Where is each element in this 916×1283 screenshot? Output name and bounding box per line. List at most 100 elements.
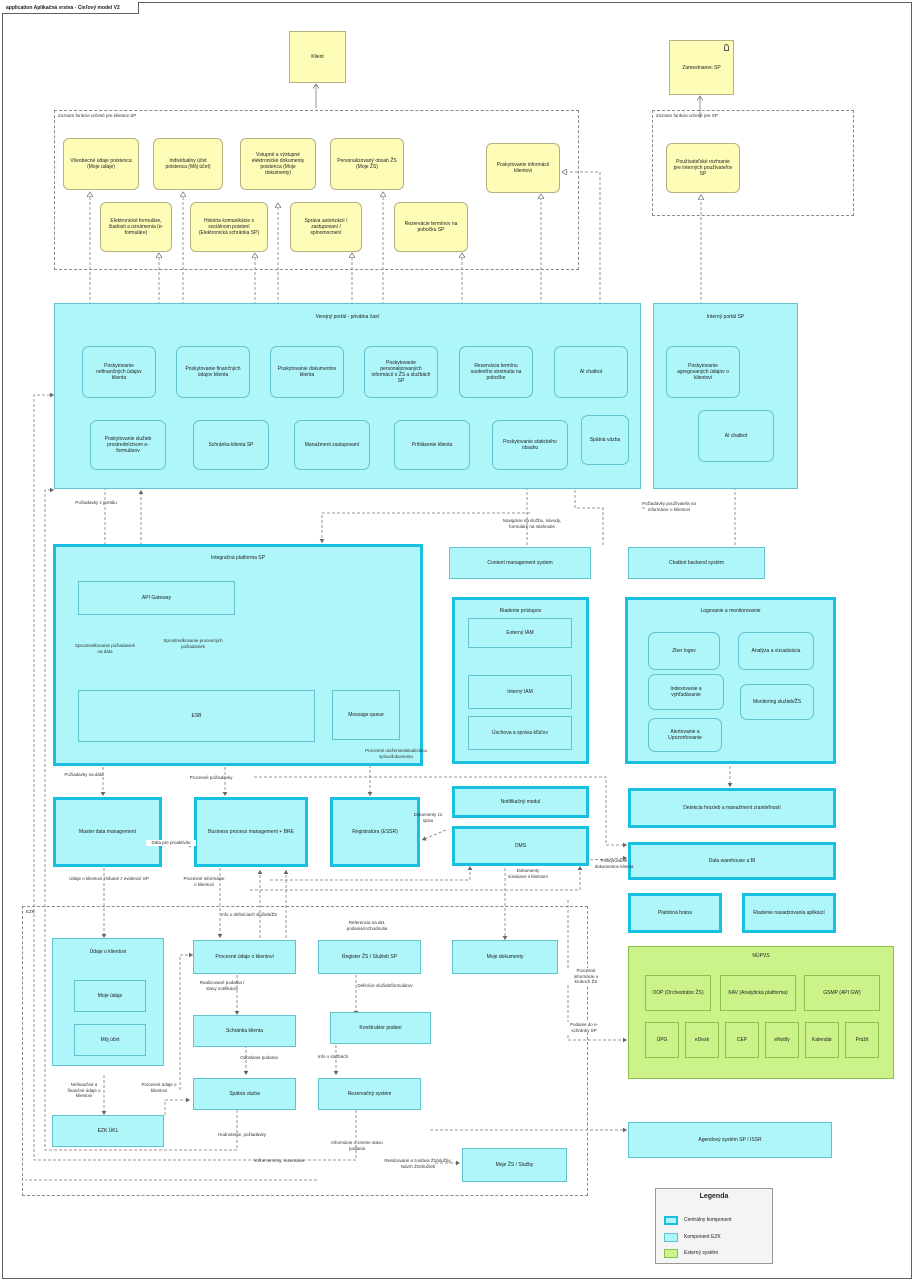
- nupvs-oop: OOP (Orchestrátor ŽS): [645, 975, 711, 1011]
- function-personalizovany-label: Personalizovaný obsah ŽS (Moje ŽS): [337, 158, 397, 170]
- moj-ucet-label: Môj účet: [100, 1037, 120, 1043]
- klient-funkcie-group: Zoznam funkcie určené pre klientov SP: [54, 110, 579, 270]
- esb: ESB: [78, 690, 315, 742]
- monitoring: Monitoring služieb/ŽS: [740, 684, 814, 720]
- portal-item-label: Schránka klienta SP: [208, 442, 254, 448]
- label-definicie: Definície služieb/formulárov: [357, 983, 413, 988]
- nupvs-cep-label: CEP: [736, 1037, 748, 1043]
- api-gateway: API Gateway: [78, 581, 235, 615]
- bpm-label: Business process management + BRE: [208, 829, 294, 835]
- ezk-ukl-label: EZK ÚKL: [97, 1128, 119, 1134]
- portal-item-label: Poskytovanie nefinančných údajov klienta: [96, 363, 142, 381]
- bpm: Business process management + BRE: [194, 797, 308, 867]
- label-dokumenty-klienta: Dokumenty súvisiace s klientom: [508, 868, 549, 879]
- konstruktor: Konštruktor podaní: [330, 1012, 431, 1044]
- portal-item-staticky: Poskytovanie statického obsahu: [492, 420, 568, 470]
- legend-row-central: Centrálny komponent: [664, 1214, 732, 1226]
- label-udaje-evidencii: Údaje o klientovi získané z evidencií SP: [69, 876, 149, 881]
- esb-label: ESB: [191, 713, 202, 719]
- register-label: Register ŽS / Služieb SP: [341, 954, 398, 960]
- nupvs-upg: ÚPG: [645, 1022, 679, 1058]
- portal-item-spatna-vazba: Spätná väzba: [581, 415, 629, 465]
- indexovanie: Indexovanie a vyhľadávanie: [648, 674, 724, 710]
- nupvs-oop-label: OOP (Orchestrátor ŽS): [652, 990, 704, 996]
- portal-item-personalizovane: Poskytovanie personalizovaných informáci…: [364, 346, 438, 398]
- function-historia-label: História komunikácie s sociálnom poisten…: [198, 218, 260, 236]
- cms-label: Content management system: [487, 560, 553, 566]
- zamestnanec-funkcie-title: Zoznam funkcie určené pre SP: [656, 113, 718, 118]
- function-vseobecne-label: Všeobecné údaje poistenca (Moje údaje): [70, 158, 132, 170]
- nupvs-kalendar: Kalendár: [805, 1022, 839, 1058]
- label-poziadavky-pouzivatela: Požiadavky používateľa na informácie o k…: [642, 501, 696, 512]
- integracna-title: Integračná platforma SP: [211, 555, 265, 561]
- function-historia: História komunikácie s sociálnom poisten…: [190, 202, 268, 252]
- moje-udaje: Moje údaje: [74, 980, 146, 1012]
- function-pouzivatelske: Používateľské rozhranie pre interných po…: [666, 143, 740, 193]
- moje-zs: Moje ŽS / Služby: [462, 1148, 567, 1182]
- platobna-label: Platobná brána: [658, 910, 692, 916]
- label-oznacenie: Odoslanie podania: [240, 1055, 278, 1060]
- diagram-title: application Aplikačná vrstva - Cieľový m…: [2, 2, 139, 14]
- registratura: Registratúra (ESSR): [330, 797, 420, 867]
- message-queue-label: Message queue: [348, 712, 384, 718]
- internal-item-label: AI chatbot: [724, 433, 748, 439]
- dms: DMS: [452, 826, 589, 866]
- procesne-udaje: Procesné údaje o klientovi: [193, 940, 296, 974]
- label-navigacia: Navigácie na službu, návody, formuláre n…: [502, 518, 562, 529]
- nupvs-cep: CEP: [725, 1022, 759, 1058]
- alertovanie: Alertovanie a Upozorňovanie: [648, 718, 722, 752]
- portal-item-label: Rezervácia termínu osobného stretnutia n…: [470, 363, 522, 381]
- function-vseobecne: Všeobecné údaje poistenca (Moje údaje): [63, 138, 139, 190]
- internal-item-agregovane: Poskytovanie agregovaných údajov o klien…: [666, 346, 740, 398]
- legend-swatch-central: [664, 1215, 678, 1225]
- label-info-sluzbach: Info o službách: [317, 1054, 349, 1059]
- detekcia-label: Detekcia hrozieb a manažment zraniteľnos…: [683, 805, 781, 811]
- label-dokumenty-spisu: Dokumenty zo spisu: [413, 812, 443, 823]
- procesne-udaje-label: Procesné údaje o klientovi: [215, 954, 274, 960]
- portal-item-label: Poskytovanie statického obsahu: [503, 439, 557, 451]
- agendovy: Agendový systém SP / ISSR: [628, 1122, 832, 1158]
- legend-row-ezk: Komponent EZK: [664, 1231, 721, 1243]
- kluce: Úschova a správa kľúčov: [468, 716, 572, 750]
- legend-row-external: Externý systém: [664, 1247, 718, 1259]
- function-vstupne: Vstupné a výstupné elektronické dokument…: [240, 138, 316, 190]
- label-procesne-udaje: Procesné údaje o klientovi: [141, 1082, 177, 1093]
- nupvs-upg-label: ÚPG: [656, 1037, 668, 1043]
- interny-iam-label: Interný IAM: [507, 689, 533, 695]
- moje-zs-label: Moje ŽS / Služby: [495, 1162, 534, 1168]
- alertovanie-label: Alertovanie a Upozorňovanie: [668, 729, 702, 741]
- spatna-vazba: Spätná väzba: [193, 1078, 296, 1110]
- function-formulare-label: Elektronické formuláre, žiadosti a oznám…: [108, 218, 164, 236]
- label-realizovane: Realizované podania / stavy notifikácie: [199, 980, 245, 991]
- function-sprava-label: Správa autorizácií / zastupovaní / splno…: [304, 218, 348, 236]
- riadenie-title: Riadenie prístupov: [499, 608, 542, 614]
- moj-ucet: Môj účet: [74, 1024, 146, 1056]
- label-volne-terminy: Voľné termíny, rezervácie: [253, 1158, 305, 1163]
- function-individualny-label: Individuálny účet poistenca (Môj účet): [165, 158, 211, 170]
- function-personalizovany: Personalizovaný obsah ŽS (Moje ŽS): [330, 138, 404, 190]
- moje-dokumenty: Moje dokumenty: [452, 940, 558, 974]
- verejny-portal-title: Verejný portál - privátna časť: [315, 314, 380, 320]
- label-poziadavky-data: Požiadavky na dáta: [64, 772, 104, 777]
- analyza: Analýza a vizualizácia: [738, 632, 814, 670]
- portal-item-label: Manažment zastupovaní: [304, 442, 360, 448]
- label-informacie-stave: Informácie o zmene stavu podania: [331, 1140, 383, 1151]
- moje-udaje-label: Moje údaje: [97, 993, 123, 999]
- legend-label-external: Externý systém: [684, 1250, 719, 1256]
- function-pouzivatelske-label: Používateľské rozhranie pre interných po…: [673, 159, 733, 177]
- register: Register ŽS / Služieb SP: [318, 940, 421, 974]
- zber-logov: Zber logov: [648, 632, 720, 670]
- indexovanie-label: Indexovanie a vyhľadávanie: [670, 686, 702, 698]
- nupvs-enotify: eNotify: [765, 1022, 799, 1058]
- nupvs: NÚPVS: [628, 946, 894, 1079]
- nupvs-enotify-label: eNotify: [774, 1037, 790, 1043]
- spatna-vazba-label: Spätná väzba: [229, 1091, 260, 1097]
- portal-item-prihlasenie: Prihlásenie klienta: [394, 420, 470, 470]
- chatbot-backend: Chatbot backend systém: [628, 547, 765, 579]
- label-info-definiciach: Info o definíciach služieb/ŽS: [220, 912, 278, 917]
- detekcia: Detekcia hrozieb a manažment zraniteľnos…: [628, 788, 836, 828]
- externy-iam-label: Externý IAM: [506, 630, 534, 636]
- function-formulare: Elektronické formuláre, žiadosti a oznám…: [100, 202, 172, 252]
- externy-iam: Externý IAM: [468, 618, 572, 648]
- portal-item-label: Poskytovanie služieb prostredníctvom e-f…: [104, 436, 152, 454]
